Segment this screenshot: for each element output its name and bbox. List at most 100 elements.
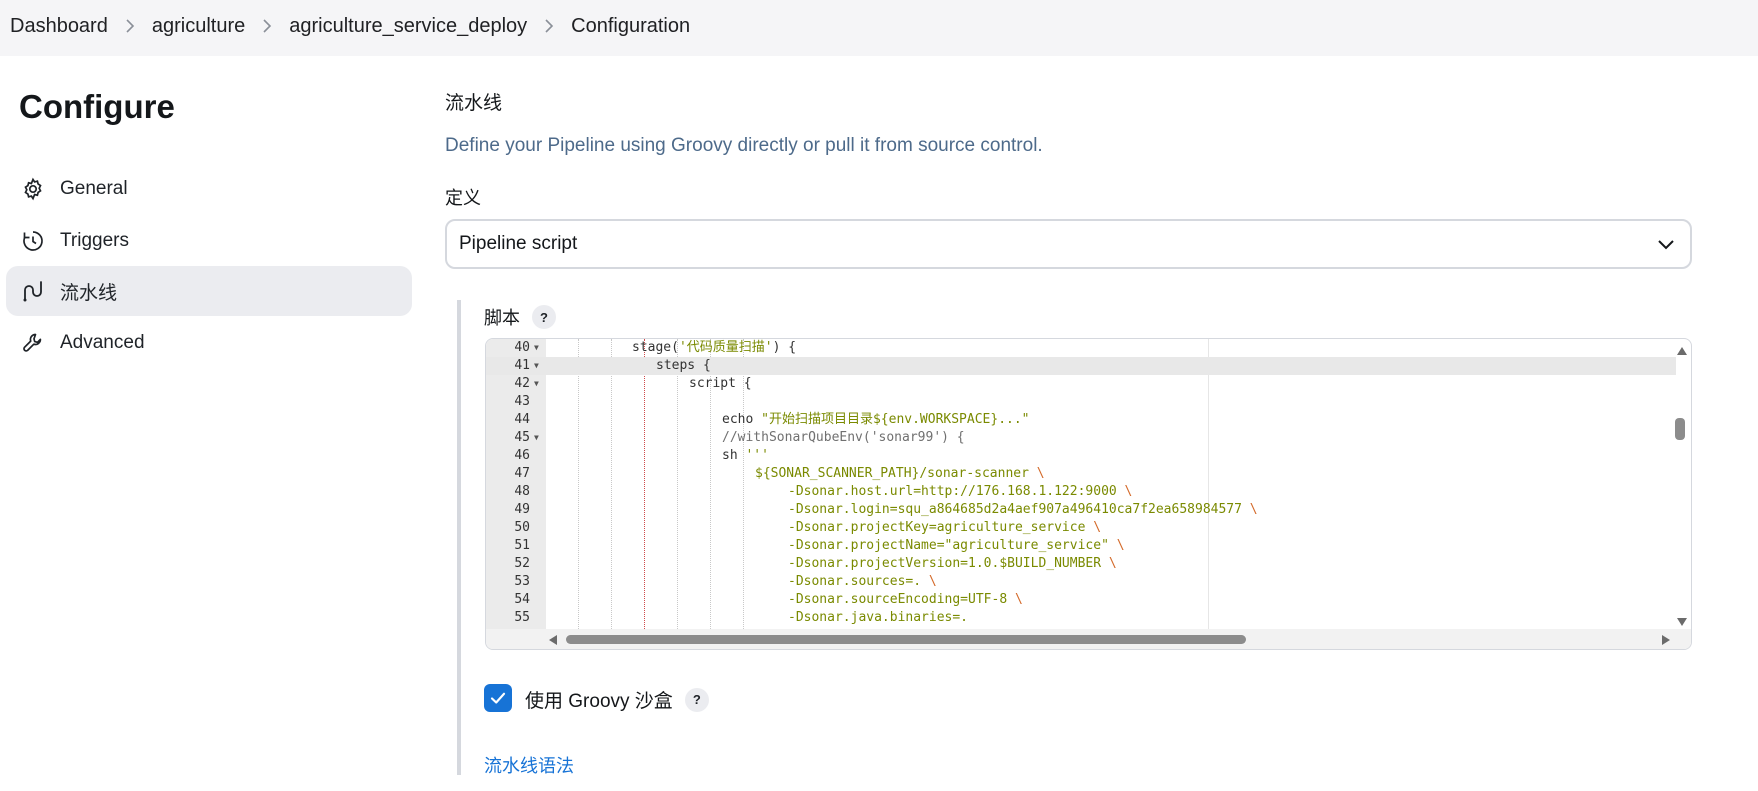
- wrench-icon: [20, 330, 46, 356]
- sidebar-item-general[interactable]: General: [6, 164, 412, 214]
- code-token: steps {: [656, 358, 711, 373]
- section-title: 流水线: [445, 93, 503, 114]
- code-line[interactable]: 40▼stage('代码质量扫描') {: [486, 339, 1676, 357]
- code-line[interactable]: 52 -Dsonar.projectVersion=1.0.$BUILD_NUMB…: [486, 555, 1676, 573]
- code-text: -Dsonar.projectKey=agriculture_service \: [788, 519, 1101, 537]
- code-text: -Dsonar.sourceEncoding=UTF-8 \: [788, 591, 1023, 609]
- chevron-right-icon: [108, 18, 152, 36]
- code-token: \: [1108, 556, 1117, 571]
- line-number: 48: [514, 484, 530, 499]
- script-editor[interactable]: 40▼stage('代码质量扫描') {41▼steps {42▼script …: [485, 338, 1692, 650]
- code-token: script {: [689, 376, 752, 391]
- code-token: -Dsonar.java.binaries=.: [788, 610, 969, 625]
- code-line[interactable]: 50 -Dsonar.projectKey=agriculture_service…: [486, 519, 1676, 537]
- fold-toggle-icon[interactable]: ▼: [534, 433, 539, 442]
- code-token: \: [1093, 520, 1102, 535]
- code-token: -Dsonar.host.url=http://176.168.1.122:90…: [788, 484, 1125, 499]
- chevron-right-icon: [245, 18, 289, 36]
- line-number: 43: [514, 394, 530, 409]
- line-number: 42: [514, 376, 530, 391]
- code-line[interactable]: 53-Dsonar.sources=. \: [486, 573, 1676, 591]
- code-token: ) {: [772, 340, 797, 355]
- definition-select[interactable]: Pipeline script: [445, 219, 1692, 269]
- code-line[interactable]: 47 ${SONAR_SCANNER_PATH}/sonar-scanner \: [486, 465, 1676, 483]
- code-line[interactable]: 41 ▼ steps {: [486, 357, 1676, 375]
- code-text: -Dsonar.sources=. \: [788, 573, 937, 591]
- code-text: -Dsonar.host.url=http://176.168.1.122:90…: [788, 483, 1132, 501]
- fold-toggle-icon[interactable]: ▼: [534, 343, 539, 352]
- script-label: 脚本: [484, 308, 520, 328]
- sandbox-label: 使用 Groovy 沙盒: [525, 691, 673, 712]
- fold-toggle-icon[interactable]: ▼: [534, 379, 539, 388]
- code-text: steps {: [656, 357, 711, 375]
- breadcrumb-configuration[interactable]: Configuration: [571, 15, 691, 37]
- scroll-up-icon[interactable]: [1676, 343, 1688, 361]
- sidebar-item-label: Advanced: [60, 332, 145, 353]
- definition-label: 定义: [445, 188, 481, 208]
- code-line[interactable]: 45▼//withSonarQubeEnv('sonar99') {: [486, 429, 1676, 447]
- code-token: ''': [745, 448, 769, 463]
- help-button[interactable]: ?: [684, 687, 709, 712]
- horizontal-scrollbar[interactable]: [486, 629, 1691, 649]
- code-token: -Dsonar.projectVersion=1.0.$BUILD_NUMBER: [788, 556, 1109, 571]
- code-token: '代码质量扫描': [678, 340, 773, 355]
- indent-guide: [677, 339, 678, 629]
- scroll-down-icon[interactable]: [1676, 614, 1688, 632]
- breadcrumb-job[interactable]: agriculture_service_deploy: [289, 15, 528, 37]
- definition-select-value: Pipeline script: [459, 233, 578, 254]
- sidebar-item-label: 流水线: [60, 282, 118, 304]
- code-token: ${SONAR_SCANNER_PATH}/sonar-scanner: [755, 466, 1037, 481]
- help-button[interactable]: ?: [532, 305, 556, 329]
- breadcrumb-dashboard[interactable]: Dashboard: [10, 15, 108, 37]
- code-line[interactable]: 42 ▼ script {: [486, 375, 1676, 393]
- sidebar-item-triggers[interactable]: Triggers: [6, 216, 412, 266]
- code-token: -Dsonar.projectKey=agriculture_service: [788, 520, 1094, 535]
- pipeline-syntax-link[interactable]: 流水线语法: [484, 756, 574, 776]
- chevron-down-icon: [1656, 234, 1676, 260]
- line-number: 52: [514, 556, 530, 571]
- line-number: 47: [514, 466, 530, 481]
- scroll-right-icon[interactable]: [1661, 633, 1671, 649]
- code-token: \: [1014, 592, 1023, 607]
- sandbox-checkbox[interactable]: [484, 684, 512, 712]
- code-text: sh ''': [722, 447, 769, 465]
- print-margin: [1208, 339, 1209, 629]
- fold-toggle-icon[interactable]: ▼: [534, 361, 539, 370]
- line-number: 55: [514, 610, 530, 625]
- vertical-scrollbar-thumb[interactable]: [1675, 418, 1685, 440]
- code-token: \: [928, 574, 937, 589]
- sidebar-item-label: General: [60, 178, 128, 199]
- code-text: -Dsonar.java.binaries=.: [788, 609, 968, 627]
- code-token: \: [1249, 502, 1258, 517]
- breadcrumb: Dashboard agriculture agriculture_servic…: [10, 15, 690, 38]
- code-token: stage(: [632, 340, 679, 355]
- page-title: Configure: [19, 88, 175, 125]
- breadcrumb-bar: Dashboard agriculture agriculture_servic…: [0, 0, 1758, 56]
- code-token: -Dsonar.login=squ_a864685d2a4aef907a4964…: [788, 502, 1250, 517]
- code-token: -Dsonar.sourceEncoding=UTF-8: [788, 592, 1015, 607]
- code-text: //withSonarQubeEnv('sonar99') {: [722, 429, 965, 447]
- line-number: 41: [514, 358, 530, 373]
- code-line[interactable]: 55 -Dsonar.java.binaries=.: [486, 609, 1676, 627]
- sidebar-item-pipeline[interactable]: 流水线: [6, 266, 412, 316]
- line-number: 50: [514, 520, 530, 535]
- code-line[interactable]: 46 sh ''': [486, 447, 1676, 465]
- clock-icon: [20, 228, 46, 254]
- code-line[interactable]: 54-Dsonar.sourceEncoding=UTF-8 \: [486, 591, 1676, 609]
- code-line[interactable]: 48 -Dsonar.host.url=http://176.168.1.122:…: [486, 483, 1676, 501]
- code-line[interactable]: 43: [486, 393, 1676, 411]
- code-token: "开始扫描项目目录${env.WORKSPACE}...": [761, 412, 1030, 427]
- line-number: 46: [514, 448, 530, 463]
- horizontal-scrollbar-thumb[interactable]: [566, 635, 1246, 644]
- code-text: ${SONAR_SCANNER_PATH}/sonar-scanner \: [755, 465, 1045, 483]
- scroll-left-icon[interactable]: [548, 633, 558, 649]
- code-line[interactable]: 51-Dsonar.projectName="agriculture_servi…: [486, 537, 1676, 555]
- pipeline-icon: [20, 278, 46, 304]
- breadcrumb-agriculture[interactable]: agriculture: [151, 15, 246, 37]
- code-line[interactable]: 49-Dsonar.login=squ_a864685d2a4aef907a49…: [486, 501, 1676, 519]
- sidebar-item-advanced[interactable]: Advanced: [6, 318, 412, 368]
- gear-icon: [20, 176, 46, 202]
- section-indent-bar: [457, 300, 461, 775]
- code-text: -Dsonar.login=squ_a864685d2a4aef907a4964…: [788, 501, 1258, 519]
